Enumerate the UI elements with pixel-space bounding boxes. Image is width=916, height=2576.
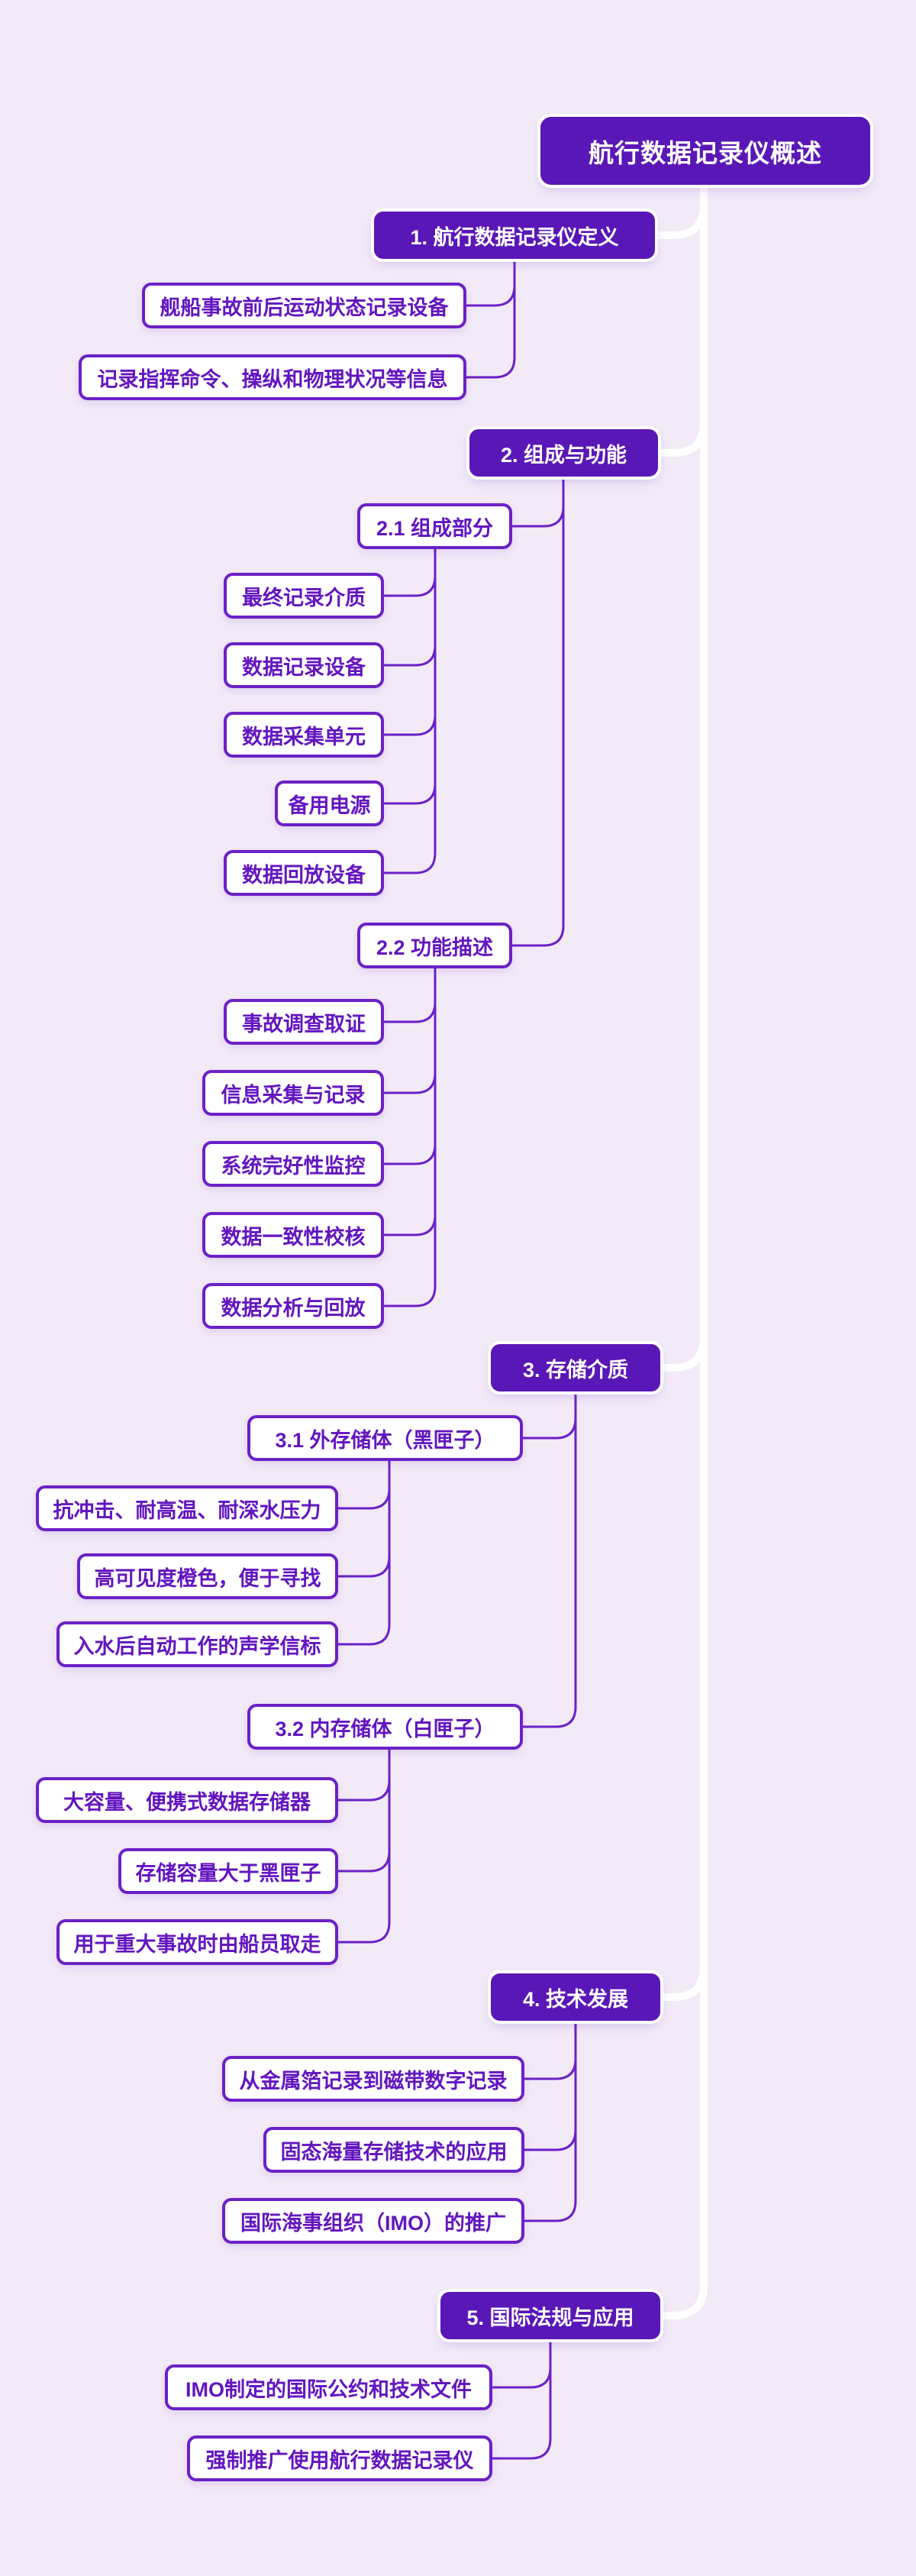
leaf-3-2-3[interactable]: 用于重大事故时由船员取走 bbox=[56, 1919, 338, 1965]
branch-topic-5[interactable]: 5. 国际法规与应用 bbox=[440, 2292, 660, 2339]
leaf-3-1-1[interactable]: 抗冲击、耐高温、耐深水压力 bbox=[36, 1485, 338, 1531]
root-topic[interactable]: 航行数据记录仪概述 bbox=[540, 117, 870, 185]
subtopic-3-1[interactable]: 3.1 外存储体（黑匣子） bbox=[247, 1415, 523, 1461]
leaf-4-1[interactable]: 从金属箔记录到磁带数字记录 bbox=[222, 2056, 524, 2102]
leaf-2-1-2[interactable]: 数据记录设备 bbox=[224, 642, 384, 688]
leaf-2-2-3[interactable]: 系统完好性监控 bbox=[202, 1141, 384, 1187]
subtopic-2-2[interactable]: 2.2 功能描述 bbox=[357, 923, 512, 968]
branch-topic-3[interactable]: 3. 存储介质 bbox=[491, 1344, 660, 1391]
leaf-4-2[interactable]: 固态海量存储技术的应用 bbox=[263, 2127, 524, 2173]
leaf-5-1[interactable]: IMO制定的国际公约和技术文件 bbox=[165, 2364, 492, 2410]
leaf-3-2-2[interactable]: 存储容量大于黑匣子 bbox=[118, 1848, 338, 1894]
branch-topic-2[interactable]: 2. 组成与功能 bbox=[469, 429, 658, 477]
leaf-5-2[interactable]: 强制推广使用航行数据记录仪 bbox=[187, 2435, 492, 2481]
subtopic-3-2[interactable]: 3.2 内存储体（白匣子） bbox=[247, 1704, 523, 1750]
leaf-2-2-1[interactable]: 事故调查取证 bbox=[224, 999, 384, 1045]
leaf-2-1-4[interactable]: 备用电源 bbox=[275, 781, 384, 826]
branch-topic-4[interactable]: 4. 技术发展 bbox=[491, 1973, 660, 2021]
leaf-2-1-1[interactable]: 最终记录介质 bbox=[224, 573, 384, 619]
leaf-3-2-1[interactable]: 大容量、便携式数据存储器 bbox=[36, 1777, 338, 1823]
leaf-3-1-3[interactable]: 入水后自动工作的声学信标 bbox=[56, 1621, 338, 1667]
leaf-2-1-5[interactable]: 数据回放设备 bbox=[224, 850, 384, 896]
leaf-1-2[interactable]: 记录指挥命令、操纵和物理状况等信息 bbox=[79, 354, 466, 400]
trunk-connector bbox=[651, 181, 708, 2319]
leaf-2-1-3[interactable]: 数据采集单元 bbox=[224, 712, 384, 758]
leaf-3-1-2[interactable]: 高可见度橙色，便于寻找 bbox=[77, 1553, 338, 1599]
branch-topic-1[interactable]: 1. 航行数据记录仪定义 bbox=[374, 212, 655, 259]
leaf-2-2-5[interactable]: 数据分析与回放 bbox=[202, 1283, 384, 1329]
leaf-2-2-4[interactable]: 数据一致性校核 bbox=[202, 1212, 384, 1258]
subtopic-2-1[interactable]: 2.1 组成部分 bbox=[357, 503, 512, 549]
leaf-2-2-2[interactable]: 信息采集与记录 bbox=[202, 1070, 384, 1116]
leaf-1-1[interactable]: 舰船事故前后运动状态记录设备 bbox=[142, 283, 466, 328]
leaf-4-3[interactable]: 国际海事组织（IMO）的推广 bbox=[222, 2198, 524, 2244]
